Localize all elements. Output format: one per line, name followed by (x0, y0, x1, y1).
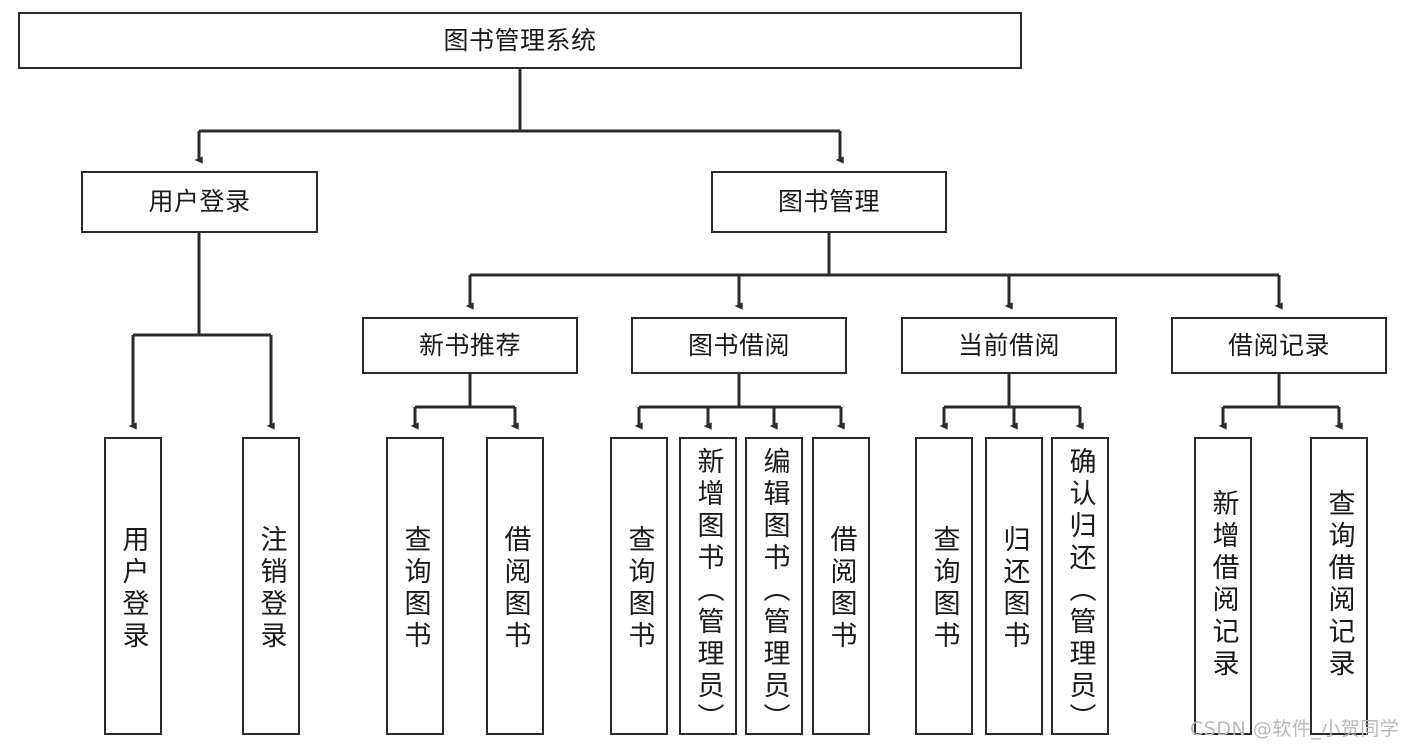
node-user-login[interactable]: 用户登录 (81, 171, 318, 233)
node-label: 新增图书（管理员） (692, 447, 724, 735)
leaf-leaf-query-record[interactable]: 查询借阅记录 (1310, 437, 1368, 735)
leaf-leaf-user-login[interactable]: 用户登录 (104, 437, 162, 735)
node-label: 借阅图书 (825, 525, 857, 653)
node-label: 图书管理系统 (443, 25, 597, 55)
leaf-leaf-borrow-book-1[interactable]: 借阅图书 (486, 437, 544, 735)
leaf-leaf-add-book[interactable]: 新增图书（管理员） (679, 437, 737, 735)
leaf-leaf-query-book-1[interactable]: 查询图书 (386, 437, 444, 735)
node-label: 归还图书 (998, 525, 1030, 653)
node-label: 注销登录 (255, 525, 287, 653)
node-book-manage[interactable]: 图书管理 (711, 171, 947, 233)
csdn-watermark: CSDN @软件_小贺同学 (1190, 718, 1400, 740)
leaf-leaf-add-record[interactable]: 新增借阅记录 (1194, 437, 1252, 735)
leaf-leaf-edit-book[interactable]: 编辑图书（管理员） (745, 437, 803, 735)
node-label: 当前借阅 (957, 330, 1060, 360)
leaf-leaf-query-book-3[interactable]: 查询图书 (915, 437, 973, 735)
leaf-leaf-logout[interactable]: 注销登录 (242, 437, 300, 735)
leaf-leaf-query-book-2[interactable]: 查询图书 (610, 437, 668, 735)
node-label: 查询借阅记录 (1323, 489, 1355, 681)
node-label: 编辑图书（管理员） (758, 447, 790, 735)
node-label: 新书推荐 (418, 330, 521, 360)
node-book-borrow[interactable]: 图书借阅 (631, 317, 847, 374)
leaf-leaf-borrow-book-2[interactable]: 借阅图书 (812, 437, 870, 735)
node-borrow-record[interactable]: 借阅记录 (1171, 317, 1387, 374)
node-new-book-rec[interactable]: 新书推荐 (362, 317, 578, 374)
node-label: 查询图书 (399, 525, 431, 653)
node-label: 借阅图书 (499, 525, 531, 653)
node-root[interactable]: 图书管理系统 (18, 12, 1022, 69)
node-label: 新增借阅记录 (1207, 489, 1239, 681)
node-label: 确认归还（管理员） (1064, 447, 1096, 735)
leaf-leaf-confirm-return[interactable]: 确认归还（管理员） (1051, 437, 1109, 735)
node-label: 用户登录 (117, 525, 149, 653)
leaf-leaf-return-book[interactable]: 归还图书 (985, 437, 1043, 735)
node-label: 查询图书 (623, 525, 655, 653)
node-label: 查询图书 (928, 525, 960, 653)
node-label: 图书管理 (777, 187, 880, 217)
node-label: 用户登录 (148, 187, 251, 217)
node-current-borrow[interactable]: 当前借阅 (901, 317, 1117, 374)
node-label: 借阅记录 (1227, 330, 1330, 360)
node-label: 图书借阅 (687, 330, 790, 360)
